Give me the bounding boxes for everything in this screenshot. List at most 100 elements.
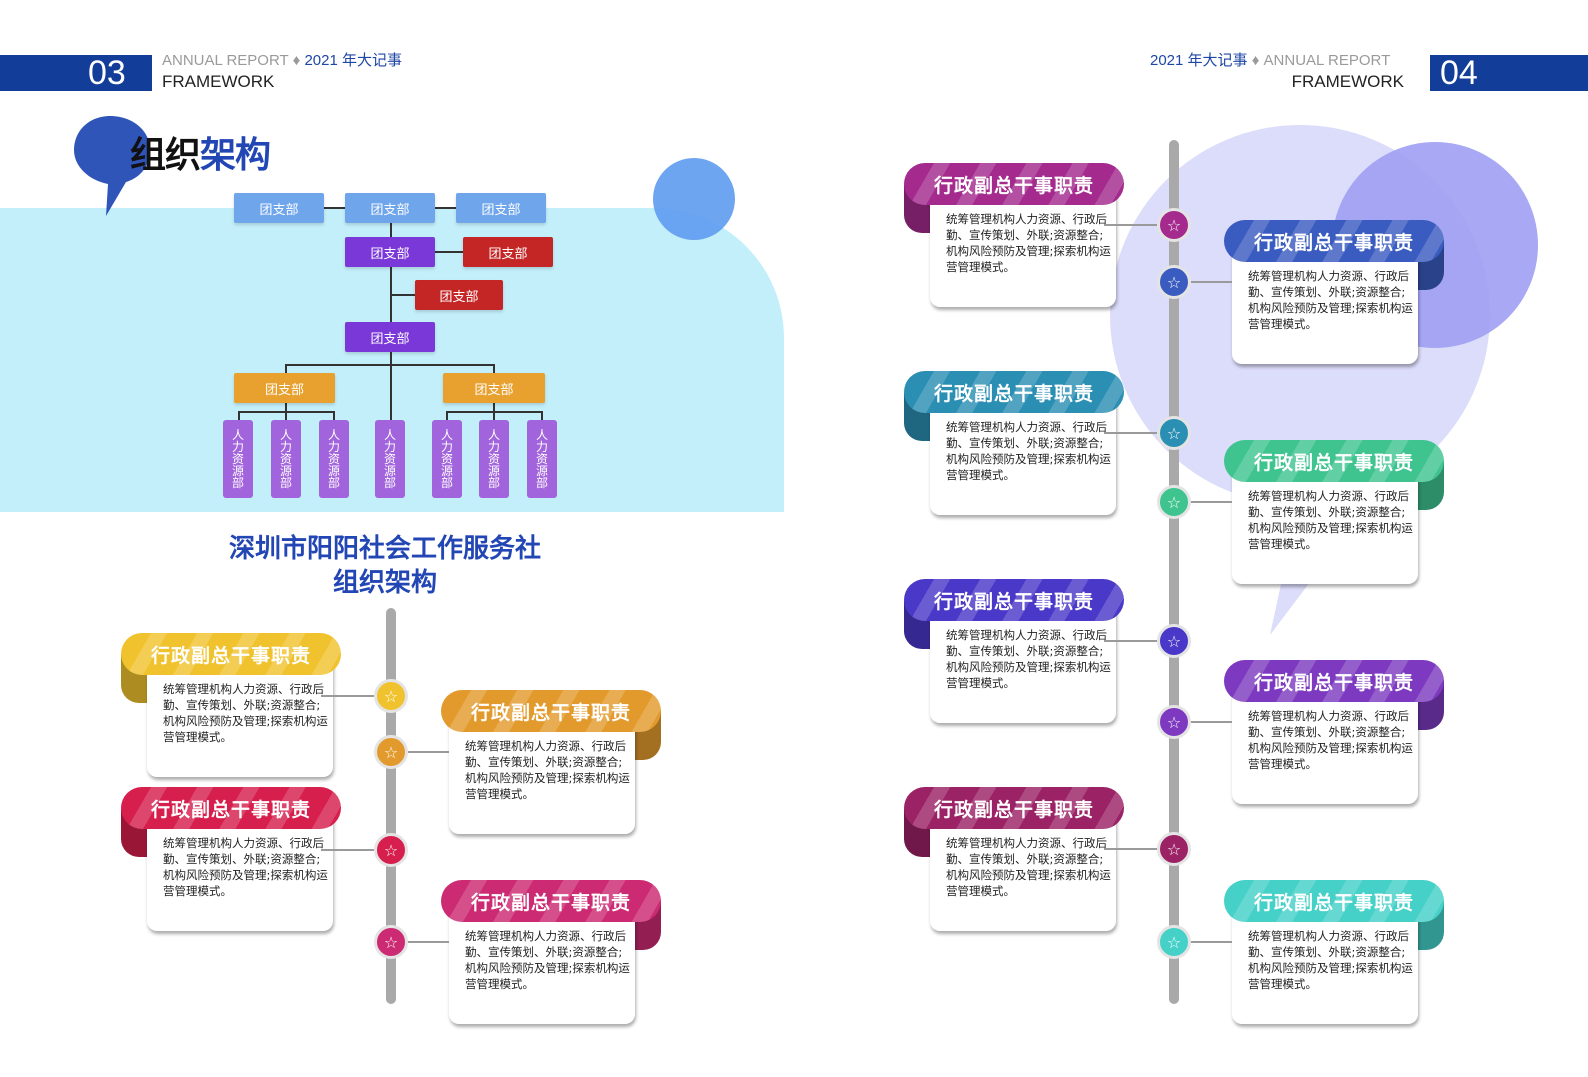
org-line bbox=[238, 411, 240, 423]
annual-report-label: ANNUAL REPORT bbox=[162, 52, 289, 69]
page-bar-left bbox=[0, 55, 152, 91]
duty-card: 行政副总干事职责统筹管理机构人力资源、行政后勤、宣传策划、外联;资源整合;机构风… bbox=[433, 880, 661, 1028]
card-text: 统筹管理机构人力资源、行政后勤、宣传策划、外联;资源整合;机构风险预防及管理;探… bbox=[946, 212, 1111, 274]
hr-dept-node: 人力资源部 bbox=[479, 420, 509, 498]
duty-card: 行政副总干事职责统筹管理机构人力资源、行政后勤、宣传策划、外联;资源整合;机构风… bbox=[1216, 880, 1444, 1028]
timeline-star-icon: ☆ bbox=[1157, 705, 1191, 739]
card-connector bbox=[1104, 432, 1157, 434]
timeline-star-icon: ☆ bbox=[1157, 624, 1191, 658]
timeline-star-icon: ☆ bbox=[1157, 925, 1191, 959]
timeline-star-icon: ☆ bbox=[374, 925, 408, 959]
card-connector bbox=[1191, 721, 1232, 723]
card-connector bbox=[408, 941, 449, 943]
card-connector bbox=[321, 695, 374, 697]
duty-card: 行政副总干事职责统筹管理机构人力资源、行政后勤、宣传策划、外联;资源整合;机构风… bbox=[904, 163, 1132, 311]
hr-dept-label: 人力资源部 bbox=[280, 428, 293, 490]
org-node: 团支部 bbox=[345, 193, 435, 223]
hr-dept-node: 人力资源部 bbox=[527, 420, 557, 498]
card-title: 行政副总干事职责 bbox=[1224, 660, 1444, 702]
page-number-right: 04 bbox=[1440, 54, 1478, 92]
timeline-star-icon: ☆ bbox=[1157, 485, 1191, 519]
card-connector bbox=[1191, 941, 1232, 943]
card-text: 统筹管理机构人力资源、行政后勤、宣传策划、外联;资源整合;机构风险预防及管理;探… bbox=[163, 682, 328, 744]
duty-card: 行政副总干事职责统筹管理机构人力资源、行政后勤、宣传策划、外联;资源整合;机构风… bbox=[1216, 660, 1444, 808]
duty-card: 行政副总干事职责统筹管理机构人力资源、行政后勤、宣传策划、外联;资源整合;机构风… bbox=[121, 787, 349, 935]
card-connector bbox=[408, 751, 449, 753]
duty-card: 行政副总干事职责统筹管理机构人力资源、行政后勤、宣传策划、外联;资源整合;机构风… bbox=[433, 690, 661, 838]
org-title-line2: 组织架构 bbox=[332, 568, 437, 598]
header-left-line1: ANNUAL REPORT ♦ 2021 年大记事 bbox=[162, 52, 402, 70]
section-title: 组织架构 bbox=[130, 134, 271, 178]
duty-card: 行政副总干事职责统筹管理机构人力资源、行政后勤、宣传策划、外联;资源整合;机构风… bbox=[121, 633, 349, 781]
card-text: 统筹管理机构人力资源、行政后勤、宣传策划、外联;资源整合;机构风险预防及管理;探… bbox=[946, 836, 1111, 898]
timeline-star-icon: ☆ bbox=[374, 679, 408, 713]
card-text: 统筹管理机构人力资源、行政后勤、宣传策划、外联;资源整合;机构风险预防及管理;探… bbox=[465, 929, 630, 991]
duty-card: 行政副总干事职责统筹管理机构人力资源、行政后勤、宣传策划、外联;资源整合;机构风… bbox=[904, 371, 1132, 519]
framework-label-right: FRAMEWORK bbox=[1291, 72, 1404, 91]
card-title: 行政副总干事职责 bbox=[904, 163, 1124, 205]
org-line bbox=[493, 364, 495, 374]
hr-dept-label: 人力资源部 bbox=[232, 428, 245, 490]
org-line bbox=[493, 411, 495, 423]
duty-card: 行政副总干事职责统筹管理机构人力资源、行政后勤、宣传策划、外联;资源整合;机构风… bbox=[1216, 440, 1444, 588]
card-text: 统筹管理机构人力资源、行政后勤、宣传策划、外联;资源整合;机构风险预防及管理;探… bbox=[1248, 929, 1413, 991]
diamond-icon: ♦ bbox=[292, 52, 301, 69]
card-title: 行政副总干事职责 bbox=[904, 371, 1124, 413]
decorative-circle bbox=[653, 158, 735, 240]
card-connector bbox=[1191, 501, 1232, 503]
org-node: 团支部 bbox=[456, 193, 546, 223]
org-node: 团支部 bbox=[234, 373, 335, 403]
hr-dept-node: 人力资源部 bbox=[271, 420, 301, 498]
card-text: 统筹管理机构人力资源、行政后勤、宣传策划、外联;资源整合;机构风险预防及管理;探… bbox=[946, 420, 1111, 482]
org-line bbox=[333, 411, 335, 423]
card-title: 行政副总干事职责 bbox=[904, 579, 1124, 621]
card-connector bbox=[1191, 281, 1232, 283]
timeline-star-icon: ☆ bbox=[1157, 265, 1191, 299]
card-connector bbox=[1104, 848, 1157, 850]
year-label: 2021 年大记事 bbox=[304, 52, 402, 69]
org-line bbox=[285, 411, 287, 423]
hr-dept-label: 人力资源部 bbox=[488, 428, 501, 490]
card-connector bbox=[1104, 640, 1157, 642]
hr-dept-node: 人力资源部 bbox=[223, 420, 253, 498]
org-line bbox=[434, 251, 464, 253]
org-line bbox=[285, 364, 287, 374]
hr-dept-label: 人力资源部 bbox=[441, 428, 454, 490]
speech-bubble-icon bbox=[74, 116, 150, 216]
hr-dept-label: 人力资源部 bbox=[384, 428, 397, 490]
timeline-star-icon: ☆ bbox=[1157, 208, 1191, 242]
card-text: 统筹管理机构人力资源、行政后勤、宣传策划、外联;资源整合;机构风险预防及管理;探… bbox=[163, 836, 328, 898]
page-number-left: 03 bbox=[88, 54, 126, 92]
org-line bbox=[390, 294, 416, 296]
card-title: 行政副总干事职责 bbox=[1224, 880, 1444, 922]
org-line bbox=[493, 402, 495, 412]
card-title: 行政副总干事职责 bbox=[441, 880, 661, 922]
duty-card: 行政副总干事职责统筹管理机构人力资源、行政后勤、宣传策划、外联;资源整合;机构风… bbox=[904, 579, 1132, 727]
card-connector bbox=[321, 849, 374, 851]
org-node: 团支部 bbox=[345, 322, 435, 352]
diamond-icon: ♦ bbox=[1251, 52, 1260, 69]
org-line bbox=[285, 402, 287, 412]
card-title: 行政副总干事职责 bbox=[121, 633, 341, 675]
hr-dept-label: 人力资源部 bbox=[536, 428, 549, 490]
card-title: 行政副总干事职责 bbox=[904, 787, 1124, 829]
duty-card: 行政副总干事职责统筹管理机构人力资源、行政后勤、宣传策划、外联;资源整合;机构风… bbox=[1216, 220, 1444, 368]
org-node: 团支部 bbox=[443, 373, 545, 403]
annual-report-label: ANNUAL REPORT bbox=[1263, 52, 1391, 69]
org-node: 团支部 bbox=[415, 280, 503, 310]
card-title: 行政副总干事职责 bbox=[121, 787, 341, 829]
org-line bbox=[446, 411, 448, 423]
timeline-star-icon: ☆ bbox=[1157, 416, 1191, 450]
org-line bbox=[285, 364, 495, 366]
card-text: 统筹管理机构人力资源、行政后勤、宣传策划、外联;资源整合;机构风险预防及管理;探… bbox=[1248, 269, 1413, 331]
year-label: 2021 年大记事 bbox=[1150, 52, 1248, 69]
org-title-line1: 深圳市阳阳社会工作服务社 bbox=[228, 534, 541, 564]
card-title: 行政副总干事职责 bbox=[1224, 220, 1444, 262]
hr-dept-node: 人力资源部 bbox=[319, 420, 349, 498]
duty-card: 行政副总干事职责统筹管理机构人力资源、行政后勤、宣传策划、外联;资源整合;机构风… bbox=[904, 787, 1132, 935]
card-text: 统筹管理机构人力资源、行政后勤、宣传策划、外联;资源整合;机构风险预防及管理;探… bbox=[1248, 489, 1413, 551]
framework-label-left: FRAMEWORK bbox=[162, 72, 275, 91]
org-line bbox=[541, 411, 543, 423]
card-text: 统筹管理机构人力资源、行政后勤、宣传策划、外联;资源整合;机构风险预防及管理;探… bbox=[1248, 709, 1413, 771]
header-right-line1: 2021 年大记事 ♦ ANNUAL REPORT bbox=[1150, 52, 1390, 70]
